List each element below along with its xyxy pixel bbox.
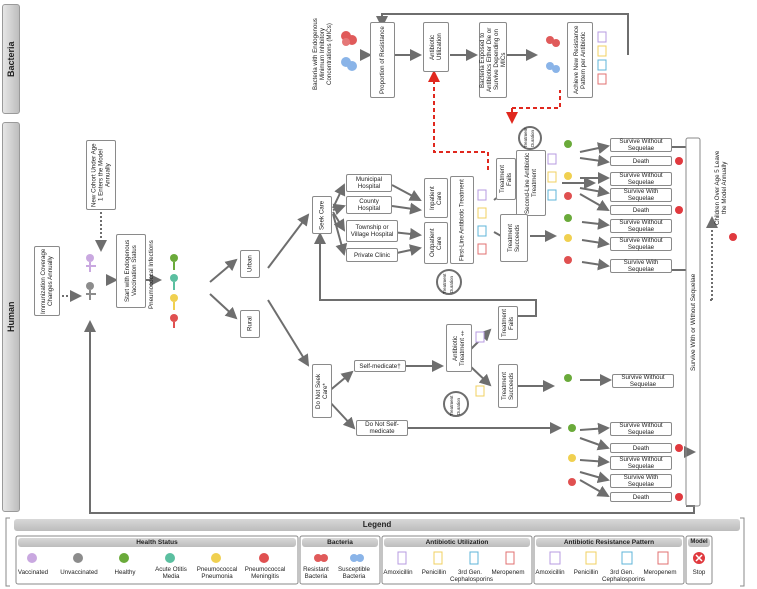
legend-bacteria-icons [314,554,364,562]
legend-meningitis: Pneumococcal Meningitis [244,566,286,580]
bacteria-band-label: Bacteria [6,41,16,77]
not-seek-box: Do Not Seek Care* [312,364,332,418]
inpatient-box: Inpatient Care [424,178,448,218]
urban-box: Urban [240,250,260,278]
human-band: Human [2,122,20,512]
outcome-survive-without-1: Survive Without Sequelae [610,138,672,152]
self-med-person-icon [564,374,572,382]
bacteria-mixed-icon [546,36,560,73]
self-med-abx-icons [475,331,485,397]
legend-susceptible: Susceptible Bacteria [338,566,370,580]
outcome-survive-with-2: Survive With Sequelae [610,259,672,273]
legend-health-header: Health Status [18,538,296,547]
legend-aom: Acute Otitis Media [155,566,187,580]
legend-healthy: Healthy [114,569,136,576]
seek-care-box: Seek Care [312,196,332,234]
legend-util-icons [397,551,515,565]
children-stop-icon [729,233,737,241]
legend-util-header: Antibiotic Utilization [384,538,530,547]
second-line-box: Second-Line Antibiotic Treatment [516,150,546,216]
outcome-survive-without-6: Survive Without Sequelae [610,422,672,436]
second-line-abx-icons [547,153,557,201]
legend-model-header: Model [688,538,710,547]
private-box: Private Clinic [346,248,398,262]
person-icons-vacc [86,254,96,300]
legend-resist-pen: Penicillin [573,569,599,576]
treat-duration-3: Treatment Duration [449,395,461,417]
survive-with-or-without: Survive With or Without Sequelae [690,273,697,371]
first-line-abx-icons [477,189,487,255]
legend-health-icons [27,553,269,563]
legend-stop-icon [693,552,705,564]
outcome-death-4: Death [610,492,672,502]
outcome-person-icons [564,140,572,264]
legend-resist-mero: Meropenem [643,569,677,576]
outcome-survive-without-5: Survive Without Sequelae [612,374,674,388]
antibiotic-treatment-box: Antibiotic Treatment ‡ [446,324,472,372]
not-self-box: Do Not Self-medicate [356,420,408,436]
legend-util-mero: Meropenem [491,569,525,576]
legend-resist-amox: Amoxicillin [535,569,565,576]
pneumo-label: Pneumococcal Infections [148,240,155,310]
outcome-death-2: Death [610,205,672,215]
bacteria-exposed-box: Bacteria Exposed to Antibiotics Either D… [479,22,507,98]
legend-bacteria-header: Bacteria [302,538,378,547]
outcome-survive-without-7: Survive Without Sequelae [610,456,672,470]
bacteria-band: Bacteria [2,4,20,114]
proportion-resistance-box: Proportion of Resistance [370,22,395,98]
county-box: County Hospital [346,196,392,214]
outcome-death-3: Death [610,443,672,453]
achieve-resistance-box: Achieve New Resistance Pattern per Antib… [567,22,593,98]
legend-util-amox: Amoxicillin [383,569,413,576]
legend-vaccinated: Vaccinated [17,569,49,576]
antibiotic-utilization-box: Antibiotic Utilization [423,22,449,72]
treat-fails-2-box: Treatment Fails [498,306,518,340]
municipal-box: Municipal Hospital [346,174,392,192]
outpatient-box: Outpatient Care [424,222,448,264]
treat-succeeds-2-box: Treatment Succeeds [498,364,518,408]
treat-duration-1: Treatment Duration [442,273,454,295]
outcome-survive-without-4: Survive Without Sequelae [610,237,672,251]
legend-title: Legend [14,519,740,531]
legend-stop: Stop [692,569,706,576]
legend-util-pen: Penicillin [421,569,447,576]
township-box: Township or Village Hospital [346,220,398,242]
resistance-pattern-icons [597,31,607,85]
legend-util-ceph: 3rd Gen. Cephalosporins [450,569,493,583]
legend-resist-header: Antibiotic Resistance Pattern [536,538,682,547]
outcome-survive-with-1: Survive With Sequelae [610,188,672,202]
immunization-box: Immunization Coverage Changes Annually [34,246,60,316]
human-band-label: Human [6,301,16,333]
self-medicate-box: Self-medicate† [354,360,406,372]
legend-pneumonia: Pneumococcal Pneumonia [196,566,238,580]
stop-icons [675,157,683,501]
rural-box: Rural [240,310,260,338]
new-cohort-box: New Cohort Under Age 1 Enters the Model … [86,140,116,210]
outcome-survive-with-3: Survive With Sequelae [610,474,672,488]
legend-resist-ceph: 3rd Gen. Cephalosporins [602,569,645,583]
infection-person-icons [170,254,178,328]
treat-succeeds-box: Treatment Succeeds [500,214,528,262]
treat-duration-2: Treatment Duration [523,127,535,149]
outcome-survive-without-3: Survive Without Sequelae [610,219,672,233]
legend-unvaccinated: Unvaccinated [60,569,98,576]
treat-fails-box: Treatment Fails [496,158,516,200]
outcome-survive-without-2: Survive Without Sequelae [610,172,672,186]
first-line-box: First-Line Antibiotic Treatment [450,176,474,264]
legend-resistant: Resistant Bacteria [303,566,329,580]
not-self-person-icons [568,424,576,486]
bacteria-pair-icon [341,31,357,71]
start-box: Start with Endogenous Vaccination Status [116,234,146,308]
children-leave-label: Children Over Age 5 Leave the Model Annu… [714,150,728,226]
legend-resist-icons [549,551,669,565]
start-label: Start with Endogenous Vaccination Status [124,239,138,303]
outcome-death-1: Death [610,156,672,166]
